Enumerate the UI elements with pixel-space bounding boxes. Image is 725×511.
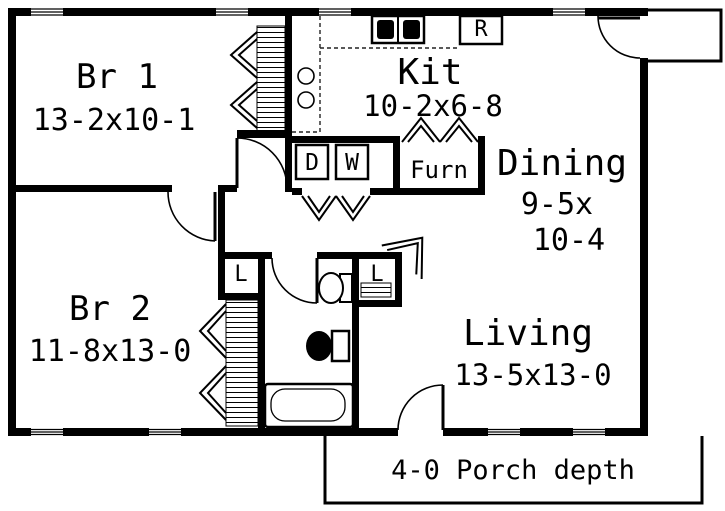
windows bbox=[29, 7, 607, 437]
br2-dims-label: 11-8x13-0 bbox=[29, 334, 192, 369]
window-br2-right bbox=[147, 427, 183, 437]
window-kitchen bbox=[317, 7, 353, 17]
wall-exterior-right bbox=[640, 8, 648, 436]
br1-name-label: Br 1 bbox=[76, 57, 158, 97]
br1-closet-bifold-doors bbox=[229, 31, 258, 129]
window-living-right bbox=[571, 427, 607, 437]
wall-hall-south-east bbox=[317, 252, 402, 259]
living-closet-bifold-doors bbox=[381, 236, 424, 279]
bath-sink bbox=[318, 272, 353, 304]
linen-left-label: L bbox=[234, 262, 247, 287]
cooktop-burner-top bbox=[297, 67, 315, 85]
porch-door-opening bbox=[398, 428, 443, 436]
kitchen-name-label: Kit bbox=[397, 52, 462, 93]
window-br1-left bbox=[29, 7, 65, 17]
kitchen-dims-label: 10-2x6-8 bbox=[363, 89, 503, 123]
living-dims-label: 13-5x13-0 bbox=[454, 358, 611, 392]
br2-name-label: Br 2 bbox=[69, 289, 151, 329]
wall-linen-right-east bbox=[395, 252, 402, 307]
dining-name-label: Dining bbox=[497, 143, 627, 184]
kitchen-fixtures bbox=[292, 14, 504, 133]
washer-label: W bbox=[345, 150, 359, 176]
wall-hall-west bbox=[218, 185, 225, 300]
dining-dims-label-2: 10-4 bbox=[533, 223, 605, 258]
refrigerator-box bbox=[458, 14, 504, 46]
br2-closet-shelving bbox=[225, 299, 259, 427]
laundry-closet-bifold-doors bbox=[301, 195, 371, 222]
porch-depth-label: 4-0 Porch depth bbox=[391, 455, 635, 486]
br1-dims-label: 13-2x10-1 bbox=[33, 103, 196, 138]
wall-laundry-top bbox=[292, 136, 393, 143]
cooktop-burner-bottom bbox=[297, 91, 315, 109]
wall-linen-right-bottom bbox=[352, 300, 402, 307]
wall-exterior-bottom bbox=[8, 428, 648, 436]
living-name-label: Living bbox=[463, 313, 593, 354]
window-dining bbox=[551, 7, 587, 17]
porch-outline bbox=[323, 436, 704, 505]
porch-door bbox=[397, 384, 445, 431]
dryer-box bbox=[294, 143, 330, 181]
dining-dims-label-1: 9-5x bbox=[521, 187, 593, 222]
linen-right-shelving bbox=[360, 282, 392, 298]
window-living-left bbox=[486, 427, 522, 437]
br2-door bbox=[167, 191, 217, 242]
entry-stoop-outline bbox=[648, 8, 723, 63]
wall-furn-left bbox=[393, 136, 400, 195]
wall-divider-mid bbox=[218, 185, 237, 192]
bathroom-fixtures bbox=[263, 272, 355, 429]
kitchen-double-sink bbox=[370, 14, 426, 45]
wall-br1-br2-divider bbox=[8, 185, 172, 192]
br1-door bbox=[235, 137, 288, 189]
washer-box bbox=[334, 143, 370, 181]
wall-laundry-bottom-west bbox=[292, 188, 302, 195]
toilet bbox=[306, 329, 351, 363]
furnace-closet-bifold-doors bbox=[401, 116, 479, 143]
wall-bath-left bbox=[258, 252, 265, 428]
wall-bath-right bbox=[352, 252, 359, 428]
front-door-opening bbox=[640, 16, 648, 58]
window-br2-left bbox=[29, 427, 65, 437]
wall-laundry-furn-bottom bbox=[370, 188, 485, 195]
front-door bbox=[597, 15, 641, 59]
br1-closet-shelving bbox=[256, 25, 286, 133]
br2-closet-bifold-doors bbox=[198, 303, 227, 421]
furnace-label: Furn bbox=[410, 156, 468, 184]
wall-furn-right bbox=[478, 136, 485, 195]
window-br1-right bbox=[214, 7, 250, 17]
doors bbox=[167, 15, 641, 431]
wall-br1-kitchen bbox=[285, 8, 292, 192]
linen-right-label: L bbox=[370, 262, 383, 287]
wall-linen-left-bottom bbox=[218, 293, 265, 300]
dryer-label: D bbox=[305, 150, 319, 176]
bath-door bbox=[271, 257, 319, 304]
wall-hall-south-west bbox=[218, 252, 272, 259]
wall-exterior-left bbox=[8, 8, 16, 436]
wall-br1-closet-south bbox=[237, 130, 292, 138]
refrigerator-label: R bbox=[474, 17, 488, 42]
bathtub bbox=[263, 382, 355, 429]
